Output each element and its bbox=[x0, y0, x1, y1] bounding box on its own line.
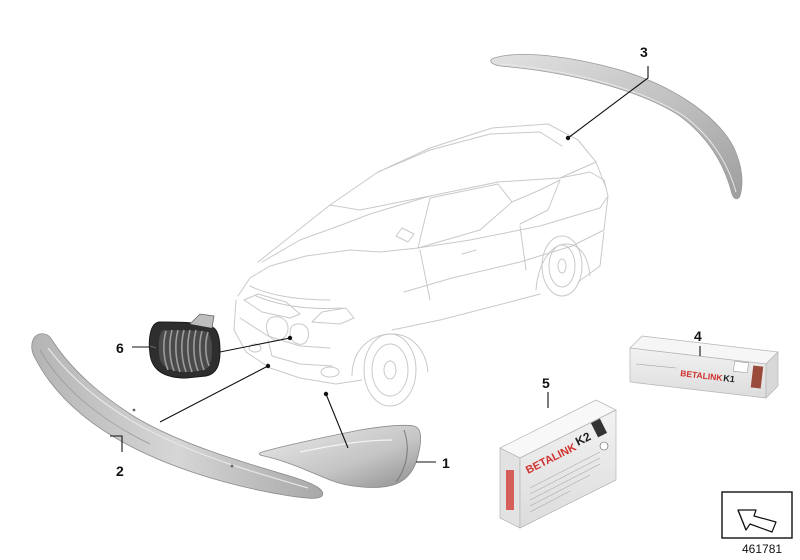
box4-suffix-label: K1 bbox=[723, 373, 736, 384]
adhesive-kit-box-k2[interactable]: BETALINK K2 bbox=[499, 399, 617, 529]
callout-2: 2 bbox=[116, 463, 124, 479]
box5-fine-print bbox=[529, 451, 601, 513]
svg-text:K2: K2 bbox=[573, 429, 593, 449]
leader-lines bbox=[110, 66, 701, 463]
callout-5: 5 bbox=[542, 375, 550, 391]
box5-model-label: K2 bbox=[573, 429, 593, 449]
front-lip-spoiler-part[interactable] bbox=[31, 333, 324, 499]
rear-spoiler-part[interactable] bbox=[490, 54, 743, 200]
callout-3: 3 bbox=[640, 44, 648, 60]
car-outline bbox=[233, 123, 609, 407]
callout-labels: 3 6 2 1 4 5 bbox=[116, 44, 702, 479]
adhesive-kit-box-k1[interactable]: BETALINK K1 bbox=[629, 335, 779, 399]
callout-1: 1 bbox=[442, 455, 450, 471]
arrow-down-left-icon[interactable] bbox=[721, 491, 793, 539]
diagram-number: 461781 bbox=[742, 542, 782, 556]
grille-slats bbox=[163, 329, 210, 373]
front-splitter-part[interactable] bbox=[258, 424, 422, 488]
callout-6: 6 bbox=[116, 340, 124, 356]
callout-4: 4 bbox=[694, 328, 702, 344]
svg-text:K1: K1 bbox=[723, 373, 736, 384]
kidney-grille-part[interactable] bbox=[148, 313, 221, 379]
